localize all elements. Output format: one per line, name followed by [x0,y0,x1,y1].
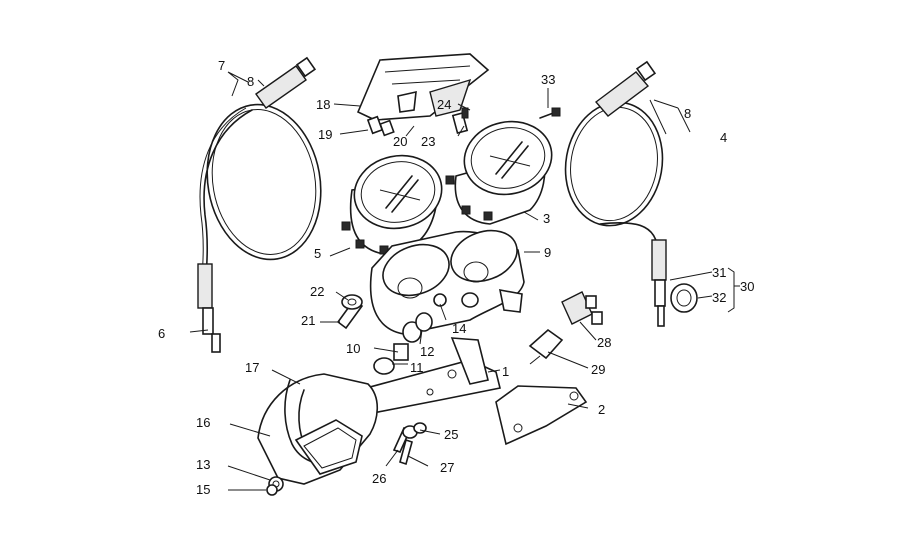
plate [495,385,588,446]
instrument-housing [369,229,525,335]
speedometer [341,154,443,255]
rev-counter [445,107,561,225]
label-5: 5 [314,246,321,261]
label-1: 1 [502,364,509,379]
part-labels: 7 8 18 19 20 24 23 33 8 4 3 5 9 22 21 6 … [158,58,754,497]
label-11: 11 [410,360,424,375]
label-16: 16 [196,415,210,430]
bulb-holders [366,107,469,137]
left-cable [197,56,322,353]
label-2: 2 [598,402,605,417]
label-32: 32 [712,290,726,305]
label-26: 26 [372,471,386,486]
label-25: 25 [444,427,458,442]
label-23: 23 [421,134,435,149]
label-31: 31 [712,265,726,280]
label-6: 6 [158,326,165,341]
label-21: 21 [301,313,315,328]
label-10: 10 [346,341,360,356]
mounting-hardware [336,293,447,375]
cover-assembly [257,373,379,496]
label-30: 30 [740,279,754,294]
label-27: 27 [440,460,454,475]
label-33: 33 [541,72,555,87]
leader-lines [189,71,740,491]
label-14: 14 [452,321,466,336]
label-17: 17 [245,360,259,375]
label-20: 20 [393,134,407,149]
label-19: 19 [318,127,332,142]
label-12: 12 [420,344,434,359]
label-18: 18 [316,97,330,112]
label-7: 7 [218,58,225,73]
switches [528,291,603,365]
right-cable [564,60,698,327]
bolts [392,422,427,466]
label-29: 29 [591,362,605,377]
label-3: 3 [543,211,550,226]
label-9: 9 [544,245,551,260]
label-8-right: 8 [684,106,691,121]
label-4: 4 [720,130,727,145]
label-15: 15 [196,482,210,497]
bracket [342,337,501,413]
label-28: 28 [597,335,611,350]
label-8-left: 8 [247,74,254,89]
label-24: 24 [437,97,451,112]
label-13: 13 [196,457,210,472]
label-22: 22 [310,284,324,299]
